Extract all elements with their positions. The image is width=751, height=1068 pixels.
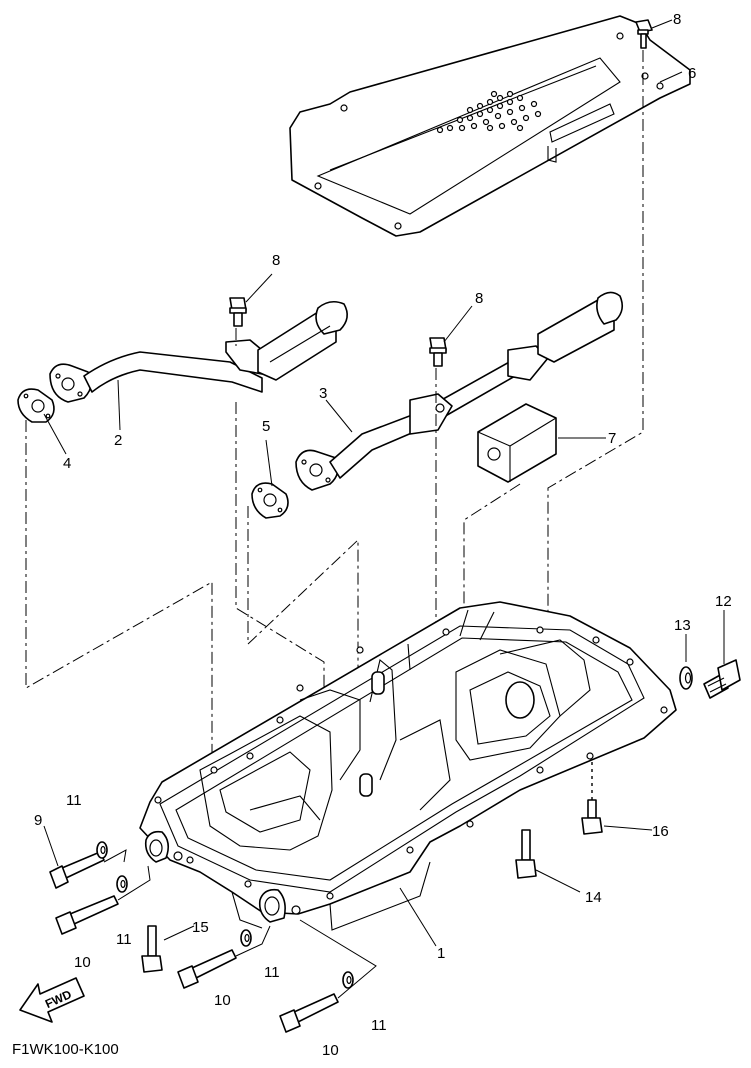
bolt-part-14 — [515, 829, 537, 879]
bolt-part-8-top — [635, 19, 653, 49]
oil-pipe-part-2 — [49, 300, 348, 403]
bolt-part-8-left — [229, 297, 247, 327]
bolt-part-10-c — [279, 993, 339, 1033]
callout-11-d: 11 — [371, 1017, 387, 1034]
callout-13: 13 — [674, 617, 691, 634]
assembly-guide-lines — [103, 849, 377, 999]
callout-14: 14 — [585, 889, 602, 906]
callout-4: 4 — [63, 455, 71, 472]
cover-plate-part-6 — [289, 15, 691, 237]
gasket-part-4 — [17, 388, 55, 423]
callout-1: 1 — [437, 945, 445, 962]
callout-3: 3 — [319, 385, 327, 402]
gasket-part-5 — [251, 482, 289, 519]
callout-10-b: 10 — [214, 992, 231, 1009]
callout-10-a: 10 — [74, 954, 91, 971]
callout-7: 7 — [608, 430, 616, 447]
drawing-code: F1WK100-K100 — [12, 1041, 119, 1058]
leader-lines — [43, 19, 725, 947]
drain-plug-part-12 — [703, 659, 741, 699]
oil-pipe-part-3 — [295, 291, 624, 491]
callout-5: 5 — [262, 418, 270, 435]
bolt-part-16 — [581, 799, 603, 835]
callout-12: 12 — [715, 593, 732, 610]
callout-8-left: 8 — [272, 252, 280, 269]
callout-labels: 1 2 3 4 5 6 7 8 8 8 9 10 10 10 11 11 11 … — [34, 11, 732, 1059]
forward-direction-arrow: FWD — [19, 977, 85, 1023]
bolt-part-8-middle — [429, 337, 447, 367]
bracket-part-7 — [477, 403, 557, 483]
callout-9: 9 — [34, 812, 42, 829]
callout-8-top: 8 — [673, 11, 681, 28]
washer-part-13 — [679, 666, 693, 690]
bolt-part-10-b — [177, 949, 237, 989]
bolt-part-10-a — [55, 895, 119, 935]
callout-16: 16 — [652, 823, 669, 840]
washer-part-11-b — [116, 875, 128, 893]
callout-15: 15 — [192, 919, 209, 936]
callout-11-b: 11 — [116, 931, 132, 948]
washer-part-11-d — [342, 971, 354, 989]
washer-part-11-c — [240, 929, 252, 947]
callout-2: 2 — [114, 432, 122, 449]
bolt-part-9 — [49, 851, 105, 889]
callout-10-c: 10 — [322, 1042, 339, 1059]
callout-11-c: 11 — [264, 964, 280, 981]
callout-11-a: 11 — [66, 792, 82, 809]
oil-pan-part-1 — [139, 601, 677, 931]
callout-8-middle: 8 — [475, 290, 483, 307]
callout-6: 6 — [688, 65, 696, 82]
cover-plate-vent-holes — [436, 90, 542, 134]
bolt-part-15 — [141, 925, 163, 973]
washer-part-11-a — [96, 841, 108, 859]
